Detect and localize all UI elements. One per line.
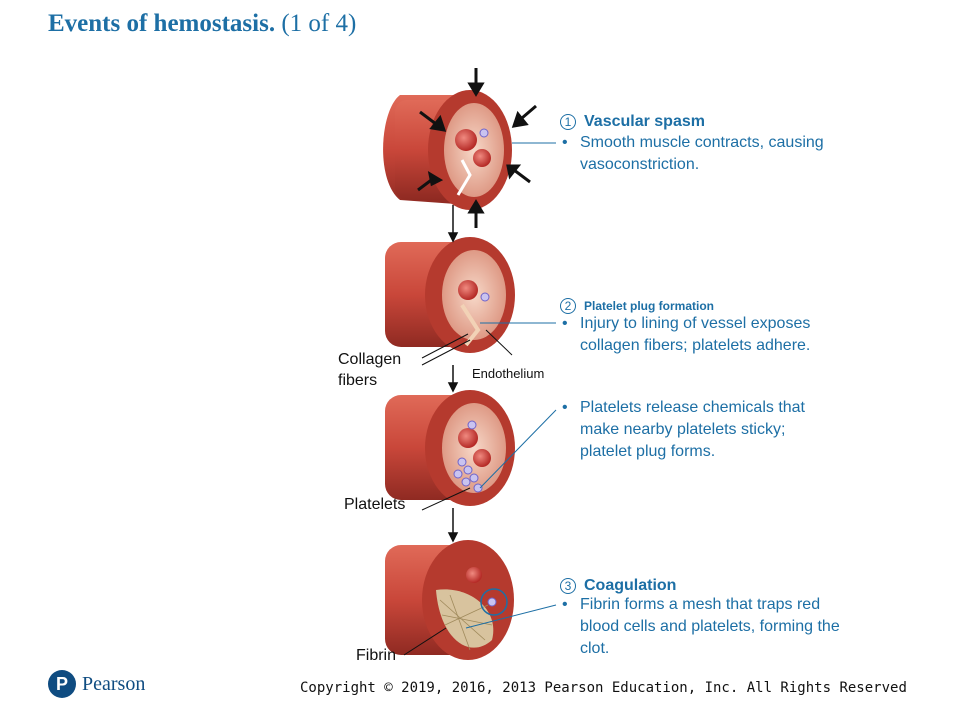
label-endothelium: Endothelium (472, 366, 545, 381)
platelet (480, 292, 490, 302)
highlight-circle (480, 588, 508, 616)
platelet-cluster (453, 457, 483, 493)
platelet (487, 597, 497, 607)
title-main: Events of hemostasis. (48, 10, 276, 37)
vessel-2 (385, 237, 515, 353)
vessel-3 (385, 390, 515, 506)
copyright-footer: Copyright © 2019, 2016, 2013 Pearson Edu… (300, 680, 907, 696)
step-2-bullet-2: • Platelets release chemicals that make n… (562, 397, 840, 463)
flow-arrows (447, 205, 459, 543)
fibrin-strands (439, 594, 493, 651)
pearson-logo: P Pearson (48, 670, 145, 698)
leader-lines (465, 142, 557, 629)
bullet-text: Injury to lining of vessel exposes colla… (580, 315, 811, 354)
step-2-title: Platelet plug formation (584, 299, 715, 313)
fibrin-mesh (436, 589, 494, 648)
step-2-number: 2 (560, 298, 576, 314)
label-collagen-fibers: Collagen fibers (338, 351, 402, 389)
bullet-text: Platelets release chemicals that make ne… (580, 399, 805, 460)
red-blood-cell (473, 449, 491, 467)
bullet-symbol: • (562, 315, 568, 332)
bullet-text: Smooth muscle contracts, causing vasocon… (580, 134, 824, 173)
label-platelets: Platelets (344, 496, 406, 513)
bullet-symbol: • (562, 399, 568, 416)
red-blood-cell (458, 428, 478, 448)
pearson-logo-icon: P (48, 670, 76, 698)
vessel-4 (385, 540, 514, 660)
step-2-bullet-1: • Injury to lining of vessel exposes coll… (562, 313, 840, 357)
platelet (467, 420, 477, 430)
bullet-symbol: • (562, 596, 568, 613)
bullet-text: Fibrin forms a mesh that traps red blood… (580, 596, 840, 657)
step-3-number: 3 (560, 578, 576, 594)
vessel-1 (383, 90, 512, 210)
step-3-heading: 3 Coagulation (560, 577, 676, 595)
title-part: (1 of 4) (281, 10, 357, 37)
step-1-title: Vascular spasm (584, 113, 705, 130)
bullet-symbol: • (562, 134, 568, 151)
step-1-bullet-1: • Smooth muscle contracts, causing vasoco… (562, 132, 840, 176)
vessel-tear (456, 159, 472, 196)
red-blood-cell (473, 149, 491, 167)
step-1-number: 1 (560, 114, 576, 130)
red-blood-cell (458, 280, 478, 300)
pearson-logo-text: Pearson (82, 672, 146, 695)
spasm-arrows (417, 68, 537, 228)
step-2-heading: 2 Platelet plug formation (560, 298, 714, 314)
red-blood-cell (466, 567, 482, 583)
red-blood-cell (455, 129, 477, 151)
page-title: Events of hemostasis. (1 of 4) (48, 10, 356, 38)
step-3-title: Coagulation (584, 577, 677, 594)
label-lines (403, 329, 513, 656)
label-fibrin: Fibrin (356, 647, 397, 664)
platelet (479, 128, 489, 138)
step-1-heading: 1 Vascular spasm (560, 113, 705, 131)
step-3-bullet-1: • Fibrin forms a mesh that traps red bloo… (562, 594, 840, 660)
